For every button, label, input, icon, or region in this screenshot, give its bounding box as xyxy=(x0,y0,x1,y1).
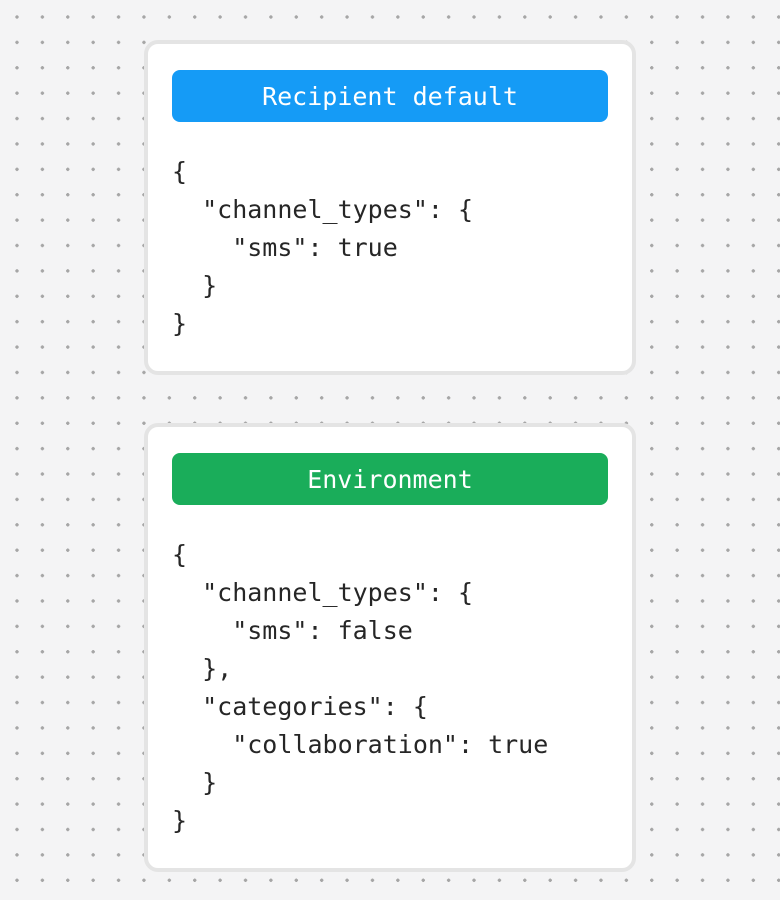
recipient-default-json-code: { "channel_types": { "sms": true } } xyxy=(172,157,474,338)
recipient-default-card: Recipient default { "channel_types": { "… xyxy=(144,40,636,375)
environment-json-code: { "channel_types": { "sms": false }, "ca… xyxy=(172,540,549,835)
environment-card: Environment { "channel_types": { "sms": … xyxy=(144,423,636,872)
recipient-default-badge: Recipient default xyxy=(172,70,608,122)
environment-badge: Environment xyxy=(172,453,608,505)
